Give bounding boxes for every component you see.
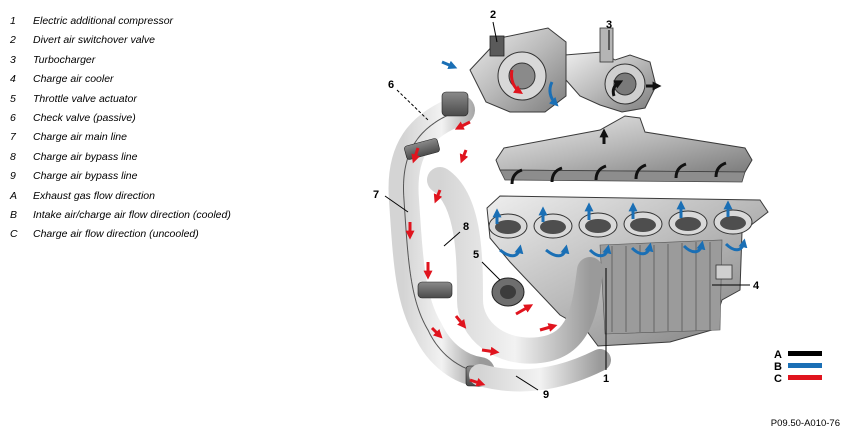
legend-text: Divert air switchover valve	[33, 34, 155, 47]
turbocharger	[564, 27, 657, 113]
charge-air-cooler	[486, 195, 769, 347]
legend-key: 4	[10, 73, 16, 86]
legend-key: 1	[10, 15, 16, 27]
charge-air-bypass-line	[427, 167, 603, 364]
flow-key-c-swatch	[788, 375, 822, 380]
callout-5: 5	[473, 249, 479, 261]
legend-text: Exhaust gas flow direction	[33, 189, 155, 202]
callout-8: 8	[463, 221, 469, 233]
legend-key: 3	[10, 53, 16, 66]
legend-key: A	[10, 189, 18, 202]
uncooled-flow-arrows	[405, 69, 558, 387]
legend-text: Charge air bypass line	[33, 170, 138, 183]
callout-1: 1	[603, 373, 609, 385]
legend-text: Charge air flow direction (uncooled)	[33, 228, 199, 241]
callout-2: 2	[490, 9, 496, 21]
compressor-housing	[469, 27, 567, 113]
callout-3: 3	[606, 19, 612, 31]
legend-key: 5	[10, 92, 16, 105]
legend-text: Charge air main line	[33, 131, 127, 144]
flow-direction-key: A B C	[774, 349, 822, 385]
legend-text: Electric additional compressor	[33, 15, 174, 27]
throttle-valve-actuator	[491, 277, 525, 307]
legend-text: Charge air bypass line	[33, 150, 138, 163]
exhaust-flow-arrows	[510, 80, 727, 185]
legend-key: C	[10, 228, 18, 241]
legend-key: 8	[10, 150, 16, 163]
callout-6: 6	[388, 79, 394, 91]
legend-key: 9	[10, 170, 16, 183]
engine-charge-air-diagram: 2 3 6 7 8 5 4 1 9 A B C	[373, 9, 822, 401]
legend-text: Intake air/charge air flow direction (co…	[33, 208, 231, 221]
legend-text: Check valve (passive)	[33, 111, 136, 124]
cooled-flow-arrows	[441, 60, 748, 258]
legend-key: 2	[10, 34, 16, 47]
legend-text: Turbocharger	[33, 53, 96, 66]
legend-text: Throttle valve actuator	[33, 92, 137, 105]
leader-lines	[384, 21, 750, 391]
flow-key-a-swatch	[788, 351, 822, 356]
callout-7: 7	[373, 189, 379, 201]
figure-reference: P09.50-A010-76	[770, 418, 840, 429]
legend-key: B	[10, 208, 18, 221]
flow-key-c-label: C	[774, 373, 782, 385]
legend-key: 6	[10, 111, 16, 124]
intake-plenum	[495, 115, 753, 183]
charge-air-bypass-line-lower	[469, 349, 611, 392]
flow-key-a-label: A	[774, 349, 782, 361]
legend-text: Charge air cooler	[33, 73, 114, 86]
flow-key-b-label: B	[774, 361, 782, 373]
callout-4: 4	[753, 280, 760, 292]
callout-9: 9	[543, 389, 549, 401]
legend-key: 7	[10, 131, 16, 144]
flow-key-b-swatch	[788, 363, 822, 368]
